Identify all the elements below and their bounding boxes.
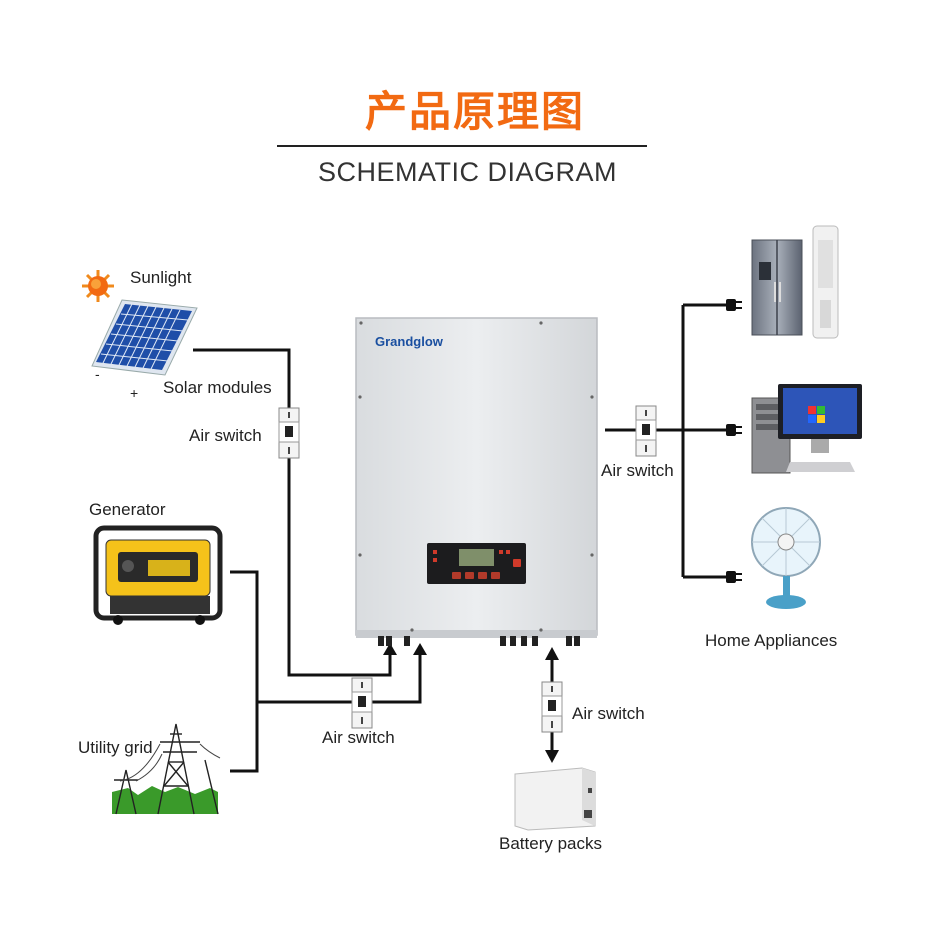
solar-minus-label: - [95,366,100,382]
air-switch-input-label: Air switch [322,728,395,747]
arrow-gen-in [413,643,427,655]
wire-generator [230,570,259,773]
solar-panel-icon [91,299,198,376]
air-switch-battery-label: Air switch [572,704,645,723]
solar-plus-label: + [130,385,138,401]
arrow-battery-down [545,750,559,763]
refrigerator-icon [751,239,803,336]
air-switch-output-icon [635,405,657,457]
air-switch-solar-icon [278,407,300,459]
plug-icon [726,424,742,436]
fan-icon [751,507,821,609]
utility-grid-label: Utility grid [78,738,153,757]
air-conditioner-icon [812,225,839,339]
inverter-brand: Grandglow [375,334,444,349]
plug-icon [726,299,742,311]
generator-icon [93,525,223,625]
arrow-battery-up [545,647,559,660]
battery-pack-icon [514,767,596,831]
solar-modules-label: Solar modules [163,378,272,397]
wire-gen-grid [257,655,422,704]
air-switch-solar-label: Air switch [189,426,262,445]
title-divider [277,145,647,147]
sun-icon [82,270,114,302]
wire-solar [193,348,392,677]
inverter-unit [355,317,598,646]
page-title-english: SCHEMATIC DIAGRAM [317,157,617,187]
page-title-chinese: 产品原理图 [364,87,585,136]
generator-label: Generator [89,500,166,519]
battery-packs-label: Battery packs [499,834,602,853]
sunlight-label: Sunlight [130,268,192,287]
air-switch-output-label: Air switch [601,461,674,480]
home-appliances-label: Home Appliances [705,631,838,650]
lcd-screen [459,549,494,566]
utility-grid-icon [112,723,221,815]
computer-icon [751,384,862,474]
wires [193,303,730,773]
arrow-solar-in [383,643,397,655]
air-switch-battery-icon [541,681,563,733]
air-switch-input-icon [351,677,373,729]
plug-icon [726,571,742,583]
